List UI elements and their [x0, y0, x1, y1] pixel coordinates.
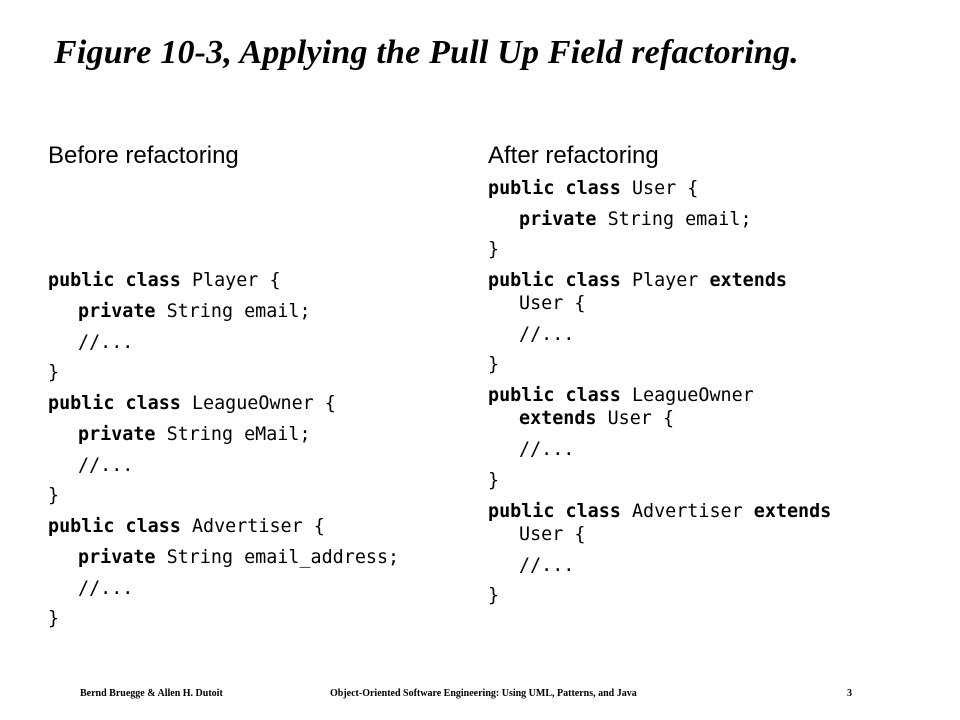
code-keyword: public class	[488, 178, 621, 199]
code-text: User {	[620, 178, 699, 199]
code-keyword: extends	[519, 408, 597, 429]
code-keyword: public class	[488, 270, 621, 291]
code-text: String email;	[155, 301, 311, 322]
code-text: }	[488, 239, 500, 260]
code-line: //...	[519, 439, 574, 461]
code-keyword: public class	[488, 501, 621, 522]
slide-title: Figure 10-3, Applying the Pull Up Field …	[54, 34, 799, 71]
code-line: private String email;	[78, 301, 311, 323]
code-text: User {	[519, 293, 586, 314]
code-text: //...	[78, 578, 134, 599]
code-text: String email;	[596, 209, 752, 230]
code-line: public class Player extends	[488, 270, 787, 292]
footer-authors: Bernd Bruegge & Allen H. Dutoit	[80, 688, 223, 699]
code-line: extends User {	[519, 408, 674, 430]
code-keyword: public class	[48, 270, 181, 291]
code-text: Advertiser {	[180, 516, 325, 537]
footer-book-title: Object-Oriented Software Engineering: Us…	[330, 688, 637, 699]
code-line: public class Player {	[48, 270, 281, 292]
code-text: Advertiser	[620, 501, 754, 522]
code-line: }	[488, 354, 499, 376]
code-line: public class LeagueOwner {	[48, 393, 336, 415]
code-line: public class Advertiser {	[48, 516, 325, 538]
code-line: //...	[78, 578, 133, 600]
code-line: }	[488, 585, 499, 607]
code-keyword: private	[78, 547, 156, 568]
code-text: //...	[519, 324, 575, 345]
code-text: //...	[519, 439, 575, 460]
code-text: }	[488, 470, 500, 491]
code-line: //...	[519, 555, 574, 577]
code-line: //...	[78, 332, 133, 354]
code-line: }	[488, 470, 499, 492]
code-keyword: public class	[48, 393, 181, 414]
code-text: //...	[78, 455, 134, 476]
code-line: //...	[78, 455, 133, 477]
code-text: }	[48, 362, 60, 383]
code-keyword: public class	[48, 516, 181, 537]
code-text: Player	[620, 270, 710, 291]
code-keyword: private	[519, 209, 597, 230]
code-line: }	[48, 608, 59, 630]
code-line: }	[48, 485, 59, 507]
code-text: Player {	[180, 270, 281, 291]
code-keyword: private	[78, 424, 156, 445]
code-line: User {	[519, 524, 585, 546]
code-text: String eMail;	[155, 424, 311, 445]
code-text: }	[48, 485, 60, 506]
code-keyword: public class	[488, 385, 621, 406]
code-line: }	[48, 362, 59, 384]
code-line: private String eMail;	[78, 424, 311, 446]
page-number: 3	[847, 688, 852, 699]
code-line: public class LeagueOwner	[488, 385, 754, 407]
code-text: }	[48, 608, 60, 629]
code-line: private String email_address;	[78, 547, 399, 569]
code-text: }	[488, 354, 500, 375]
code-text: LeagueOwner {	[180, 393, 336, 414]
code-keyword: extends	[709, 270, 787, 291]
code-line: User {	[519, 293, 585, 315]
code-keyword: private	[78, 301, 156, 322]
code-line: }	[488, 239, 499, 261]
code-text: User {	[519, 524, 586, 545]
code-text: LeagueOwner	[620, 385, 754, 406]
code-line: public class Advertiser extends	[488, 501, 831, 523]
code-text: User {	[596, 408, 675, 429]
before-heading: Before refactoring	[48, 142, 239, 169]
code-line: public class User {	[488, 178, 698, 200]
code-line: //...	[519, 324, 574, 346]
after-heading: After refactoring	[488, 142, 659, 169]
code-text: }	[488, 585, 500, 606]
code-keyword: extends	[753, 501, 832, 522]
code-line: private String email;	[519, 209, 752, 231]
code-text: //...	[519, 555, 575, 576]
code-text: String email_address;	[155, 547, 400, 568]
code-text: //...	[78, 332, 134, 353]
